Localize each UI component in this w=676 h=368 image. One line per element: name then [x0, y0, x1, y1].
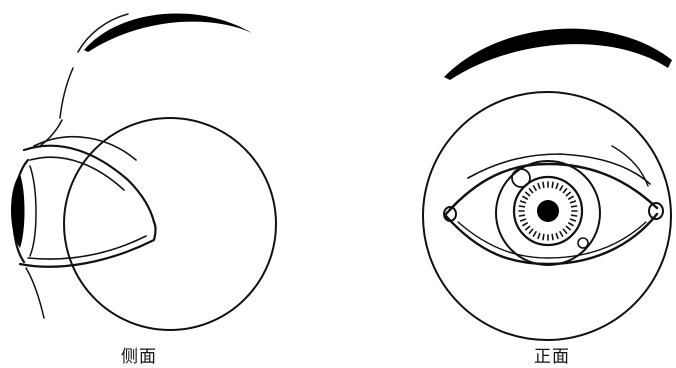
iris-tick	[521, 219, 526, 221]
iris-tick	[560, 186, 563, 190]
iris-tick	[543, 182, 544, 187]
front-lower-lid	[446, 214, 657, 264]
side-view	[11, 13, 276, 330]
side-iris-dark	[11, 174, 25, 248]
iris-tick	[572, 215, 577, 216]
iris-tick	[526, 192, 530, 195]
side-eyeball-outline	[64, 118, 276, 330]
front-highlight-bottom	[578, 238, 588, 248]
front-view	[423, 29, 672, 340]
side-view-caption: 侧面	[121, 342, 157, 367]
iris-tick	[566, 192, 570, 195]
iris-tick	[521, 201, 526, 203]
iris-tick	[534, 232, 537, 236]
front-lower-lid-inner	[458, 222, 646, 258]
iris-tick	[534, 186, 537, 190]
iris-tick	[569, 223, 573, 226]
side-lower-lash	[26, 268, 44, 318]
front-highlight-top	[512, 169, 530, 187]
iris-tick	[556, 234, 558, 239]
iris-tick	[523, 197, 527, 200]
iris-tick	[563, 189, 566, 193]
side-eyebrow	[84, 13, 252, 52]
iris-tick	[538, 234, 540, 239]
iris-tick	[552, 235, 553, 240]
iris-tick	[566, 226, 570, 229]
iris-tick	[571, 219, 576, 221]
side-brow-ridge	[60, 68, 73, 118]
side-lower-lid-inner	[28, 236, 146, 259]
iris-tick	[571, 201, 576, 203]
front-view-caption: 正面	[534, 342, 570, 367]
iris-tick	[572, 206, 577, 207]
iris-tick	[519, 215, 524, 216]
side-lower-lid	[20, 222, 156, 267]
iris-tick	[569, 197, 573, 200]
iris-tick	[523, 223, 527, 226]
iris-tick	[529, 229, 532, 233]
iris-tick	[563, 229, 566, 233]
iris-tick	[526, 226, 530, 229]
iris-tick	[552, 182, 553, 187]
iris-tick	[538, 184, 540, 189]
iris-tick	[560, 232, 563, 236]
side-iris-edge	[30, 166, 36, 256]
iris-tick	[529, 189, 532, 193]
front-eyebrow	[444, 29, 672, 80]
iris-tick	[519, 206, 524, 207]
iris-tick	[556, 184, 558, 189]
front-pupil	[537, 200, 559, 222]
iris-tick	[543, 235, 544, 240]
